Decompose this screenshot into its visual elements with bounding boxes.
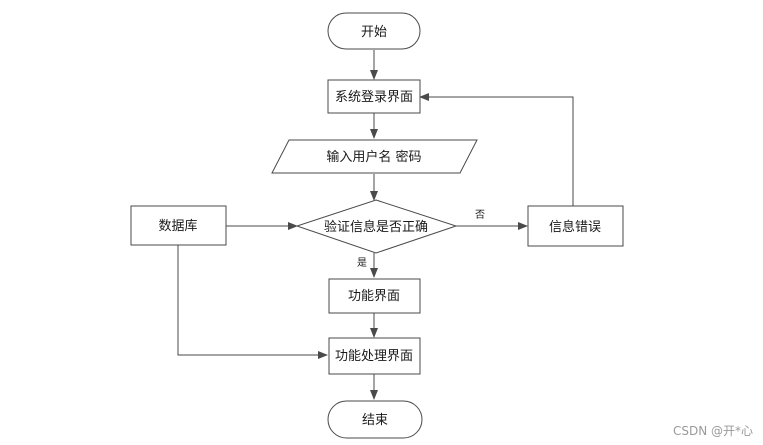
database-node-label: 数据库 (158, 218, 197, 234)
input-node: 输入用户名 密码 (271, 139, 478, 174)
watermark: CSDN @开*心 (672, 424, 753, 438)
edge-label-no: 否 (475, 209, 485, 221)
login-node-label: 系统登录界面 (335, 90, 413, 105)
function-process-node: 功能处理界面 (328, 337, 421, 375)
verify-decision-label: 验证信息是否正确 (324, 219, 428, 235)
login-node: 系统登录界面 (327, 79, 421, 114)
end-node: 结束 (327, 400, 423, 439)
error-node: 信息错误 (527, 205, 624, 247)
database-node: 数据库 (130, 205, 227, 246)
input-node-label: 输入用户名 密码 (326, 149, 421, 165)
function-ui-node-label: 功能界面 (348, 289, 400, 304)
start-node: 开始 (327, 12, 421, 50)
verify-decision-node: 验证信息是否正确 (295, 199, 458, 254)
edge-database-to-process (177, 245, 328, 359)
start-node-label: 开始 (361, 25, 387, 40)
error-node-label: 信息错误 (549, 219, 601, 235)
function-process-node-label: 功能处理界面 (335, 349, 413, 364)
edge-error-to-login (419, 93, 574, 206)
edge-label-yes: 是 (357, 257, 367, 269)
edges (177, 50, 574, 400)
end-node-label: 结束 (362, 413, 388, 428)
function-ui-node: 功能界面 (328, 278, 421, 314)
